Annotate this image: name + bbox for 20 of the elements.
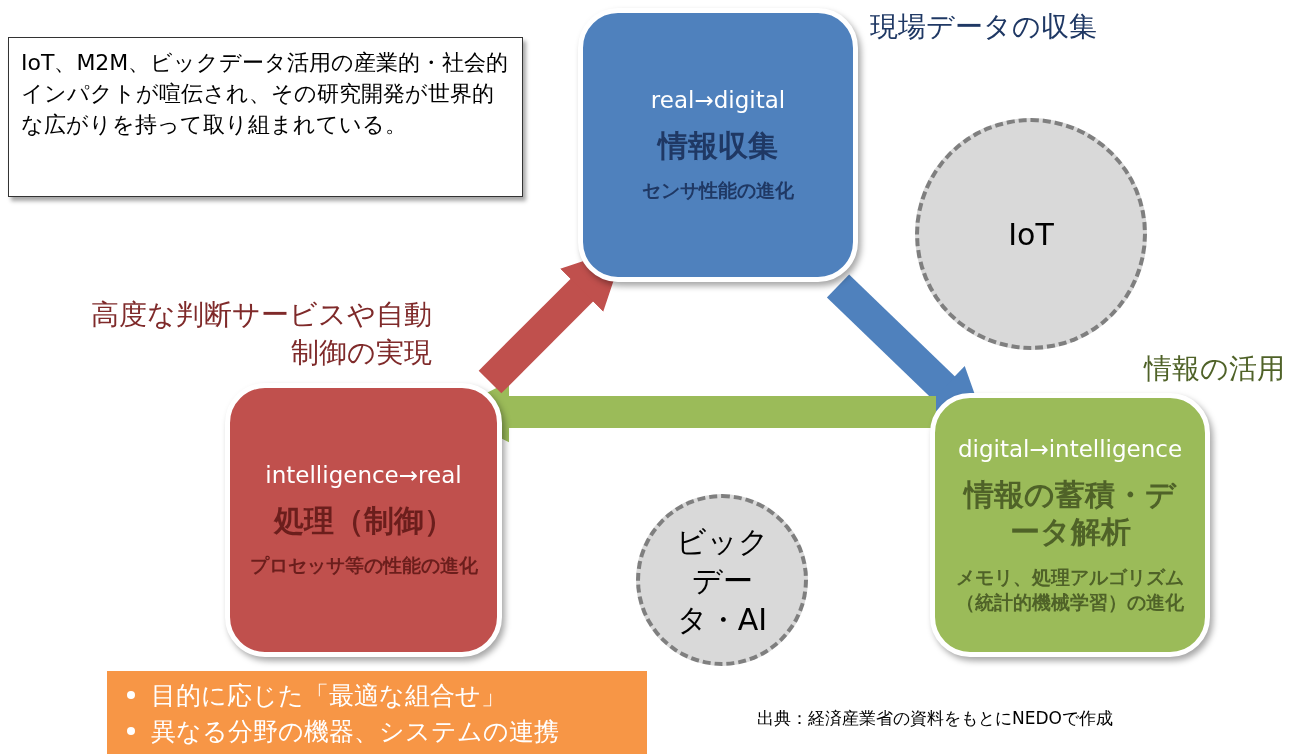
box-subtitle: センサ性能の進化 — [642, 178, 794, 204]
box-title: 処理（制御） — [273, 501, 454, 540]
box-caption: 情報の活用 — [1142, 351, 1285, 387]
box-caption: 現場データの収集 — [870, 9, 1098, 45]
box-caption: 高度な判断サービスや自動制御の実現 — [90, 297, 432, 371]
bullet-item: 異なる分野の機器、システムの連携 — [151, 715, 559, 748]
flow-label: digital→intelligence — [957, 435, 1183, 462]
flow-label: real→digital — [650, 86, 786, 113]
box-subtitle: プロセッサ等の性能の進化 — [249, 553, 478, 579]
note-text: IoT、M2M、ビックデータ活用の産業的・社会的インパクトが喧伝され、その研究開発が世界的な広がりを持って取り組まれている。 — [21, 49, 510, 139]
box-subtitle: メモリ、処理アルゴリズム（統計的機械学習）の進化 — [955, 564, 1185, 615]
circle-label: ビックデータ・AI — [674, 522, 770, 639]
box-title: 情報の蓄積・データ解析 — [962, 475, 1178, 551]
bullet-item: 目的に応じた「最適な組合せ」 — [151, 679, 506, 712]
flow-label: intelligence→real — [265, 461, 462, 488]
note-panel — [107, 671, 647, 754]
circle-label: IoT — [1008, 215, 1054, 254]
note-box — [8, 37, 523, 197]
box-title: 情報収集 — [658, 126, 778, 165]
source-caption: 出典：経済産業省の資料をもとにNEDOで作成 — [757, 707, 1113, 730]
